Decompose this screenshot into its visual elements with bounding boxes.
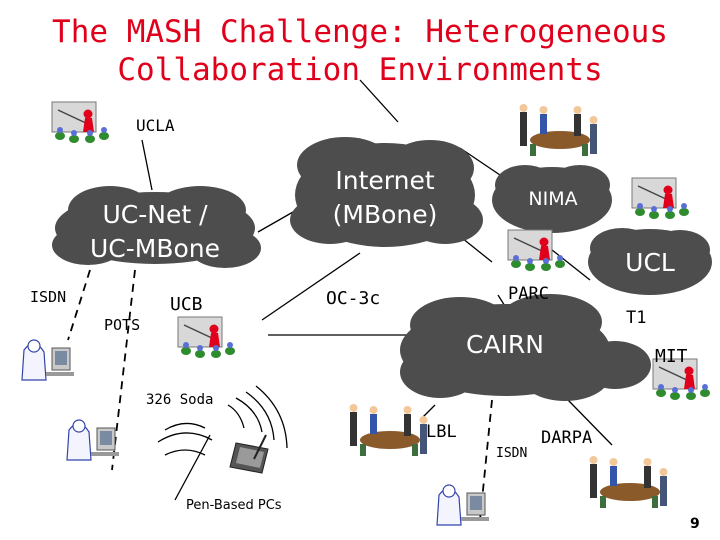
link-internet-ucla (359, 79, 399, 123)
link-ucb-internet (261, 252, 361, 321)
label-326-soda: 326 Soda (146, 392, 214, 408)
page-number: 9 (690, 516, 700, 532)
cloud-internet (290, 137, 483, 247)
pen-tablet-icon (229, 434, 269, 474)
label-mit: MIT (655, 346, 688, 367)
cloud-label-internet: Internet (335, 166, 435, 195)
network-links (141, 79, 629, 501)
cloud-label-mbone: (MBone) (332, 200, 438, 229)
workstation-user-icon (436, 484, 490, 526)
cloud-ucl (588, 228, 712, 295)
meeting-room-icon (507, 229, 566, 272)
label-darpa: DARPA (541, 428, 593, 448)
business-meeting-icon (519, 104, 598, 156)
label-oc3c: OC-3c (326, 288, 381, 309)
label-pots: POTS (104, 316, 141, 334)
label-t1: T1 (626, 308, 647, 328)
cloud-ucnet (52, 186, 261, 268)
cloud-label-ucnet: UC-Net / (102, 200, 208, 229)
workstation-user-icon (21, 339, 75, 381)
label-ucla: UCLA (136, 116, 175, 135)
meeting-room-icon (51, 101, 110, 144)
label-pen-based-pcs: Pen-Based PCs (186, 498, 282, 513)
business-meeting-icon (589, 456, 668, 508)
isdn-link-left (67, 269, 91, 341)
label-lbl: LBL (426, 422, 457, 442)
slide-title-line-2: Collaboration Environments (117, 52, 603, 88)
meeting-room-icon (631, 177, 690, 220)
cloud-label-cairn: CAIRN (465, 330, 544, 359)
label-parc: PARC (508, 284, 549, 304)
cloud-label-ucl: UCL (625, 248, 675, 277)
slide-title-line-1: The MASH Challenge: Heterogeneous (52, 14, 668, 50)
cloud-label-nima: NIMA (528, 188, 578, 210)
label-isdn-right: ISDN (496, 446, 528, 461)
business-meeting-icon (349, 404, 428, 456)
label-ucb: UCB (170, 294, 203, 315)
link-cairn-darpa (567, 399, 613, 446)
workstation-user-icon (66, 419, 120, 461)
wireless-waves-icon (157, 385, 288, 456)
cloud-label-ucmbone: UC-MBone (89, 234, 221, 263)
meeting-room-icon (177, 316, 236, 359)
cloud-nima (492, 165, 612, 233)
cloud-cairn (400, 294, 651, 401)
link-internet-nima (459, 147, 501, 176)
label-isdn-left: ISDN (30, 288, 67, 306)
link-soda-pen (174, 434, 211, 501)
link-ucla-ucnet (141, 139, 153, 191)
pots-link (111, 269, 136, 471)
